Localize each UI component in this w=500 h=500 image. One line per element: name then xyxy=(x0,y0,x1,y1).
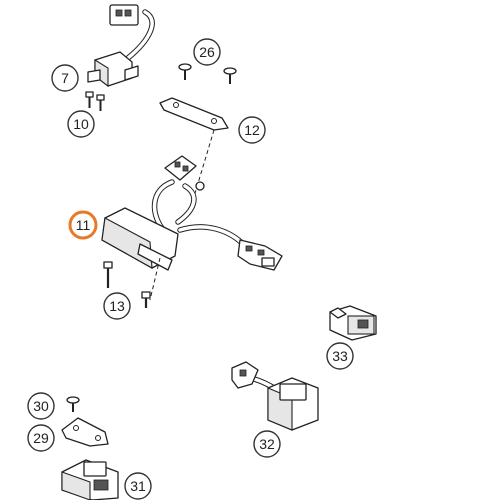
callout-label: 30 xyxy=(33,398,49,414)
part-control-unit-11[interactable] xyxy=(101,155,283,301)
part-bracket-29[interactable] xyxy=(61,417,109,447)
callout-31[interactable]: 31 xyxy=(124,472,152,500)
part-relay-31[interactable] xyxy=(61,459,119,500)
callout-label: 12 xyxy=(244,122,260,138)
callout-32[interactable]: 32 xyxy=(253,430,281,458)
callout-label: 7 xyxy=(61,70,69,86)
highlight-ring xyxy=(68,210,98,240)
part-screws-26[interactable] xyxy=(178,63,237,84)
part-relay-7[interactable] xyxy=(87,4,155,88)
callout-13[interactable]: 13 xyxy=(103,292,131,320)
callout-7[interactable]: 7 xyxy=(51,64,79,92)
callout-30[interactable]: 30 xyxy=(27,392,55,420)
callout-label: 32 xyxy=(259,436,275,452)
part-screw-30[interactable] xyxy=(66,396,80,412)
callout-33[interactable]: 33 xyxy=(326,342,354,370)
part-screws-10[interactable] xyxy=(85,91,105,111)
callout-12[interactable]: 12 xyxy=(238,116,266,144)
part-bracket-12[interactable] xyxy=(159,97,229,211)
part-relay-32[interactable] xyxy=(231,361,319,431)
part-connector-33[interactable] xyxy=(329,305,377,341)
callout-26[interactable]: 26 xyxy=(193,38,221,66)
callout-10[interactable]: 10 xyxy=(67,110,95,138)
callout-label: 13 xyxy=(109,298,125,314)
callout-label: 31 xyxy=(130,478,146,494)
callout-label: 33 xyxy=(332,348,348,364)
callout-label: 11 xyxy=(76,217,91,233)
callout-29[interactable]: 29 xyxy=(27,424,55,452)
callout-label: 26 xyxy=(199,44,215,60)
callout-11-highlighted[interactable]: 11 xyxy=(68,210,98,240)
callout-label: 10 xyxy=(73,116,89,132)
callout-label: 29 xyxy=(33,430,49,446)
part-bolts-13[interactable] xyxy=(103,261,151,308)
